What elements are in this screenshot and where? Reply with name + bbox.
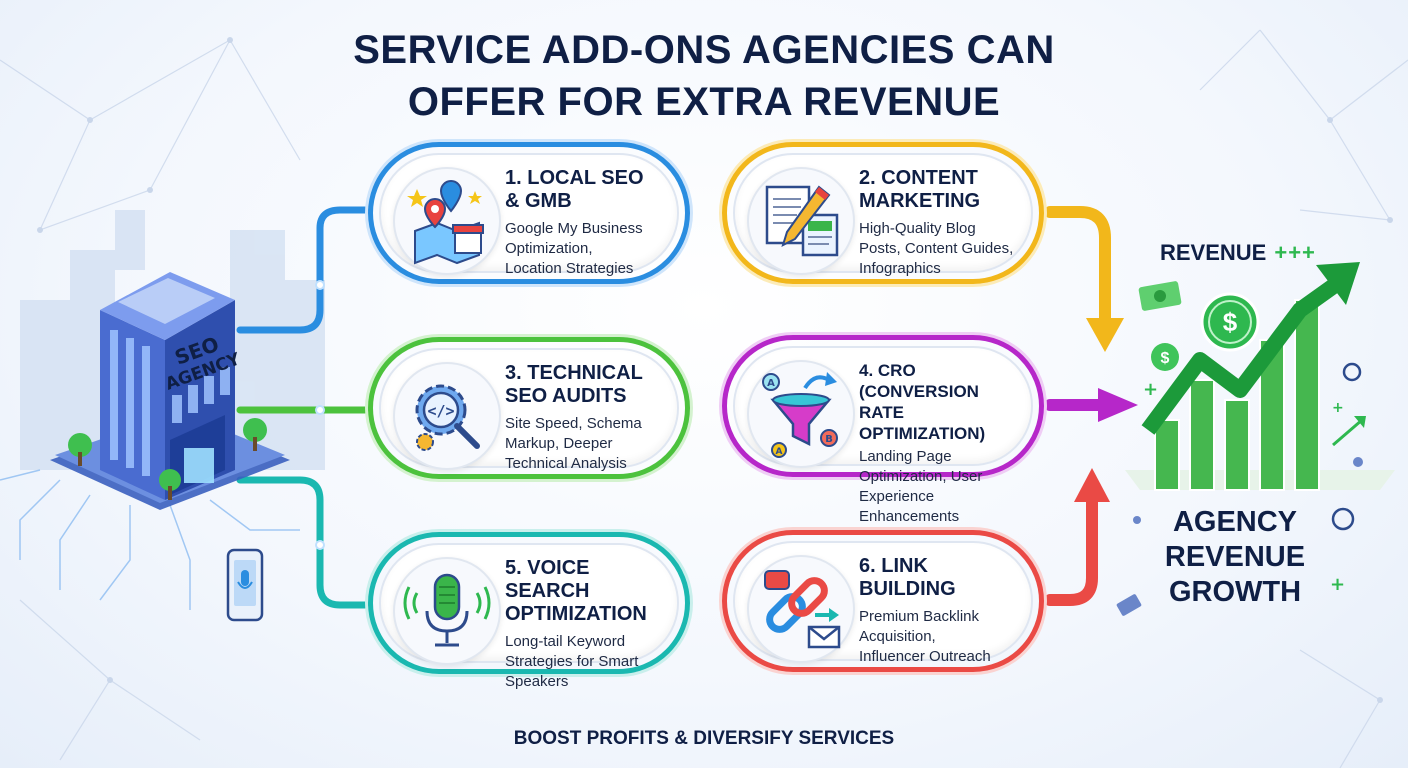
- service-description: Google My Business Optimization, Locatio…: [505, 220, 643, 277]
- service-card-local-seo: 1. LOCAL SEO & GMB Google My Business Op…: [368, 142, 690, 284]
- service-description: Long-tail Keyword Strategies for Smart S…: [505, 633, 639, 690]
- svg-text:A: A: [776, 447, 783, 457]
- seo-agency-building-icon: [50, 272, 290, 510]
- service-card-voice-search: 5. VOICE SEARCH OPTIMIZATION Long-tail K…: [368, 532, 690, 690]
- phone-icon: [226, 548, 264, 622]
- microphone-icon: [393, 557, 501, 665]
- svg-text:+: +: [1143, 379, 1158, 400]
- page-title-line1: SERVICE ADD-ONS AGENCIES CAN: [353, 28, 1055, 72]
- service-card-link-building: 6. LINK BUILDING Premium Backlink Acquis…: [722, 530, 1044, 672]
- service-title: 3. TECHNICAL SEO AUDITS: [505, 362, 643, 407]
- service-title: 2. CONTENT MARKETING: [859, 167, 981, 212]
- service-title: 1. LOCAL SEO & GMB: [505, 167, 644, 212]
- service-title: 6. LINK BUILDING: [859, 555, 956, 600]
- svg-text:</>: </>: [427, 402, 454, 420]
- service-description: Landing Page Optimization, User Experien…: [859, 448, 983, 525]
- dollar-coin-symbol: $: [1223, 307, 1238, 337]
- service-card-content-marketing: 2. CONTENT MARKETING High-Quality Blog P…: [722, 142, 1044, 284]
- revenue-growth-chart-icon: + + +: [1116, 262, 1395, 616]
- footer-tagline: BOOST PROFITS & DIVERSIFY SERVICES: [513, 728, 895, 749]
- funnel-icon: A B A: [747, 360, 855, 468]
- revenue-plus: +++: [1274, 240, 1316, 265]
- svg-text:A: A: [767, 378, 775, 389]
- agency-revenue-growth-label: AGENCY REVENUE GROWTH: [1164, 506, 1306, 608]
- service-card-technical-seo: </> 3. TECHNICAL SEO AUDITS Site Speed, …: [368, 337, 690, 479]
- map-pin-icon: [393, 167, 501, 275]
- service-card-cro: A B A 4. CRO (CONVERSION RATE OPTIMIZATI…: [722, 335, 1044, 525]
- page-title-line2: OFFER FOR EXTRA REVENUE: [407, 80, 1001, 124]
- svg-text:B: B: [825, 434, 833, 445]
- small-dollar-coin-symbol: $: [1161, 350, 1170, 367]
- revenue-heading-text: REVENUE: [1160, 240, 1267, 265]
- service-description: High-Quality Blog Posts, Content Guides,…: [859, 220, 1014, 277]
- service-title: 4. CRO (CONVERSION RATE OPTIMIZATION): [859, 361, 986, 443]
- svg-text:+: +: [1330, 574, 1345, 595]
- revenue-heading: REVENUE +++: [1160, 240, 1316, 266]
- service-title: 5. VOICE SEARCH OPTIMIZATION: [505, 557, 647, 625]
- chain-link-icon: [747, 555, 855, 663]
- document-pencil-icon: [747, 167, 855, 275]
- svg-text:+: +: [1332, 400, 1344, 416]
- service-description: Site Speed, Schema Markup, Deeper Techni…: [505, 415, 642, 472]
- page-title: SERVICE ADD-ONS AGENCIES CAN OFFER FOR E…: [0, 24, 1408, 128]
- service-description: Premium Backlink Acquisition, Influencer…: [859, 608, 991, 665]
- gear-code-icon: </>: [393, 362, 501, 470]
